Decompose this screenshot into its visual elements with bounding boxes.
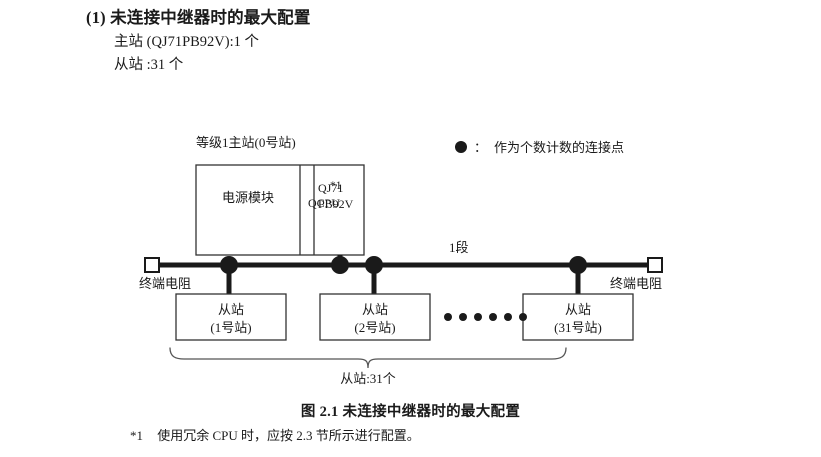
pb92v-module-label: QJ71 PB92V xyxy=(318,181,364,212)
terminating-resistor-right-icon xyxy=(647,257,663,273)
legend: ： 作为个数计数的连接点 xyxy=(455,137,624,156)
slave-label-line1: 从站 xyxy=(361,302,388,317)
terminating-resistor-left-icon xyxy=(144,257,160,273)
slave-label-line2: (2号站) xyxy=(354,319,396,335)
spec-line-slave: 从站 :31 个 xyxy=(114,57,184,74)
pb92v-label-line2: PB92V xyxy=(318,196,354,211)
slave-label-line2: (31号站) xyxy=(554,319,602,335)
slave-label-line2: (1号站) xyxy=(210,319,252,335)
heading-block: (1) 未连接中继器时的最大配置 主站 (QJ71PB92V):1 个 从站 :… xyxy=(86,6,686,78)
slave-station-label-3: 从站 (31号站) xyxy=(523,301,633,336)
terminating-resistor-left-label: 终端电阻 xyxy=(139,276,192,291)
segment-count-label: 1段 xyxy=(449,240,469,255)
ellipsis-dots xyxy=(444,313,527,321)
slave-label-line1: 从站 xyxy=(217,302,244,317)
footnote: *1 使用冗余 CPU 时，应按 2.3 节所示进行配置。 xyxy=(130,425,420,444)
legend-separator: ： xyxy=(474,140,488,155)
footnote-marker: *1 xyxy=(130,428,143,443)
slave-station-box-1 xyxy=(175,293,287,341)
rack-title-label: 等级1主站(0号站) xyxy=(196,135,296,150)
pb92v-label-line1: QJ71 xyxy=(318,181,344,195)
slave-station-box-2 xyxy=(319,293,431,341)
page-title: (1) 未连接中继器时的最大配置 xyxy=(86,8,311,27)
connection-point-dot-slave2 xyxy=(365,256,383,274)
slave-count-label: 从站:31个 xyxy=(340,371,396,386)
slave-label-line1: 从站 xyxy=(564,302,591,317)
connection-point-dot-slave3 xyxy=(569,256,587,274)
rack-outline xyxy=(195,164,365,256)
footnote-text: 使用冗余 CPU 时，应按 2.3 节所示进行配置。 xyxy=(157,428,420,443)
figure-caption: 图 2.1 未连接中继器时的最大配置 xyxy=(300,404,521,420)
qcpu-module-label: QCPU xyxy=(307,196,340,210)
terminating-resistor-right-label: 终端电阻 xyxy=(610,276,663,291)
slave-station-label-2: 从站 (2号站) xyxy=(320,301,430,336)
connection-point-dot-icon xyxy=(455,140,467,153)
power-module-label: 电源模块 xyxy=(221,190,274,205)
slave-station-box-3 xyxy=(522,293,634,341)
slave-station-label-1: 从站 (1号站) xyxy=(176,301,286,336)
connection-point-dot-master xyxy=(331,256,349,274)
legend-text: 作为个数计数的连接点 xyxy=(494,140,625,155)
plc-rack xyxy=(195,164,365,256)
connection-point-dot-slave1 xyxy=(220,256,238,274)
slave-count-brace xyxy=(169,347,567,369)
qcpu-footnote-marker: *1 xyxy=(330,180,342,192)
spec-line-master: 主站 (QJ71PB92V):1 个 xyxy=(114,33,260,50)
